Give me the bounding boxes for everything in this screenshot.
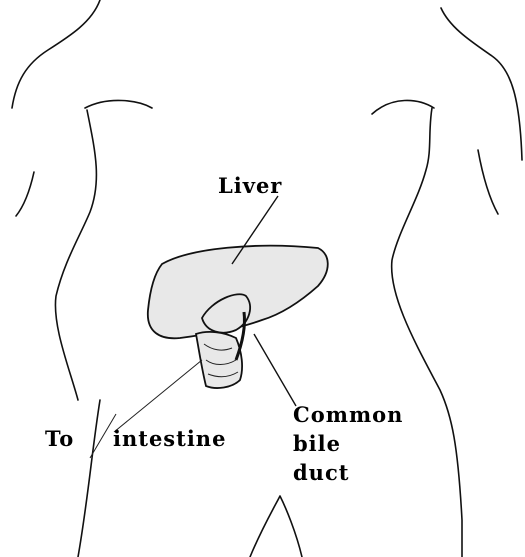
bile-duct-leader-line	[254, 334, 296, 406]
intestine-label: intestine	[113, 428, 226, 450]
liver-label: Liver	[218, 175, 282, 197]
crotch-outline	[250, 496, 302, 557]
duct-label: duct	[293, 462, 349, 484]
left-hip-outline	[78, 400, 100, 557]
to-label: To	[45, 428, 74, 450]
neck-left-outline	[12, 0, 100, 108]
right-side-crease	[478, 150, 498, 214]
left-armpit-crease	[85, 100, 152, 108]
torso-right-outline	[392, 108, 462, 557]
common-label: Common	[293, 404, 403, 426]
intestine-leader-line	[114, 360, 202, 432]
bile-label: bile	[293, 433, 341, 455]
neck-right-outline	[441, 8, 522, 160]
left-side-crease	[16, 172, 34, 216]
right-armpit-crease	[372, 100, 434, 114]
torso-left-outline	[55, 110, 96, 400]
